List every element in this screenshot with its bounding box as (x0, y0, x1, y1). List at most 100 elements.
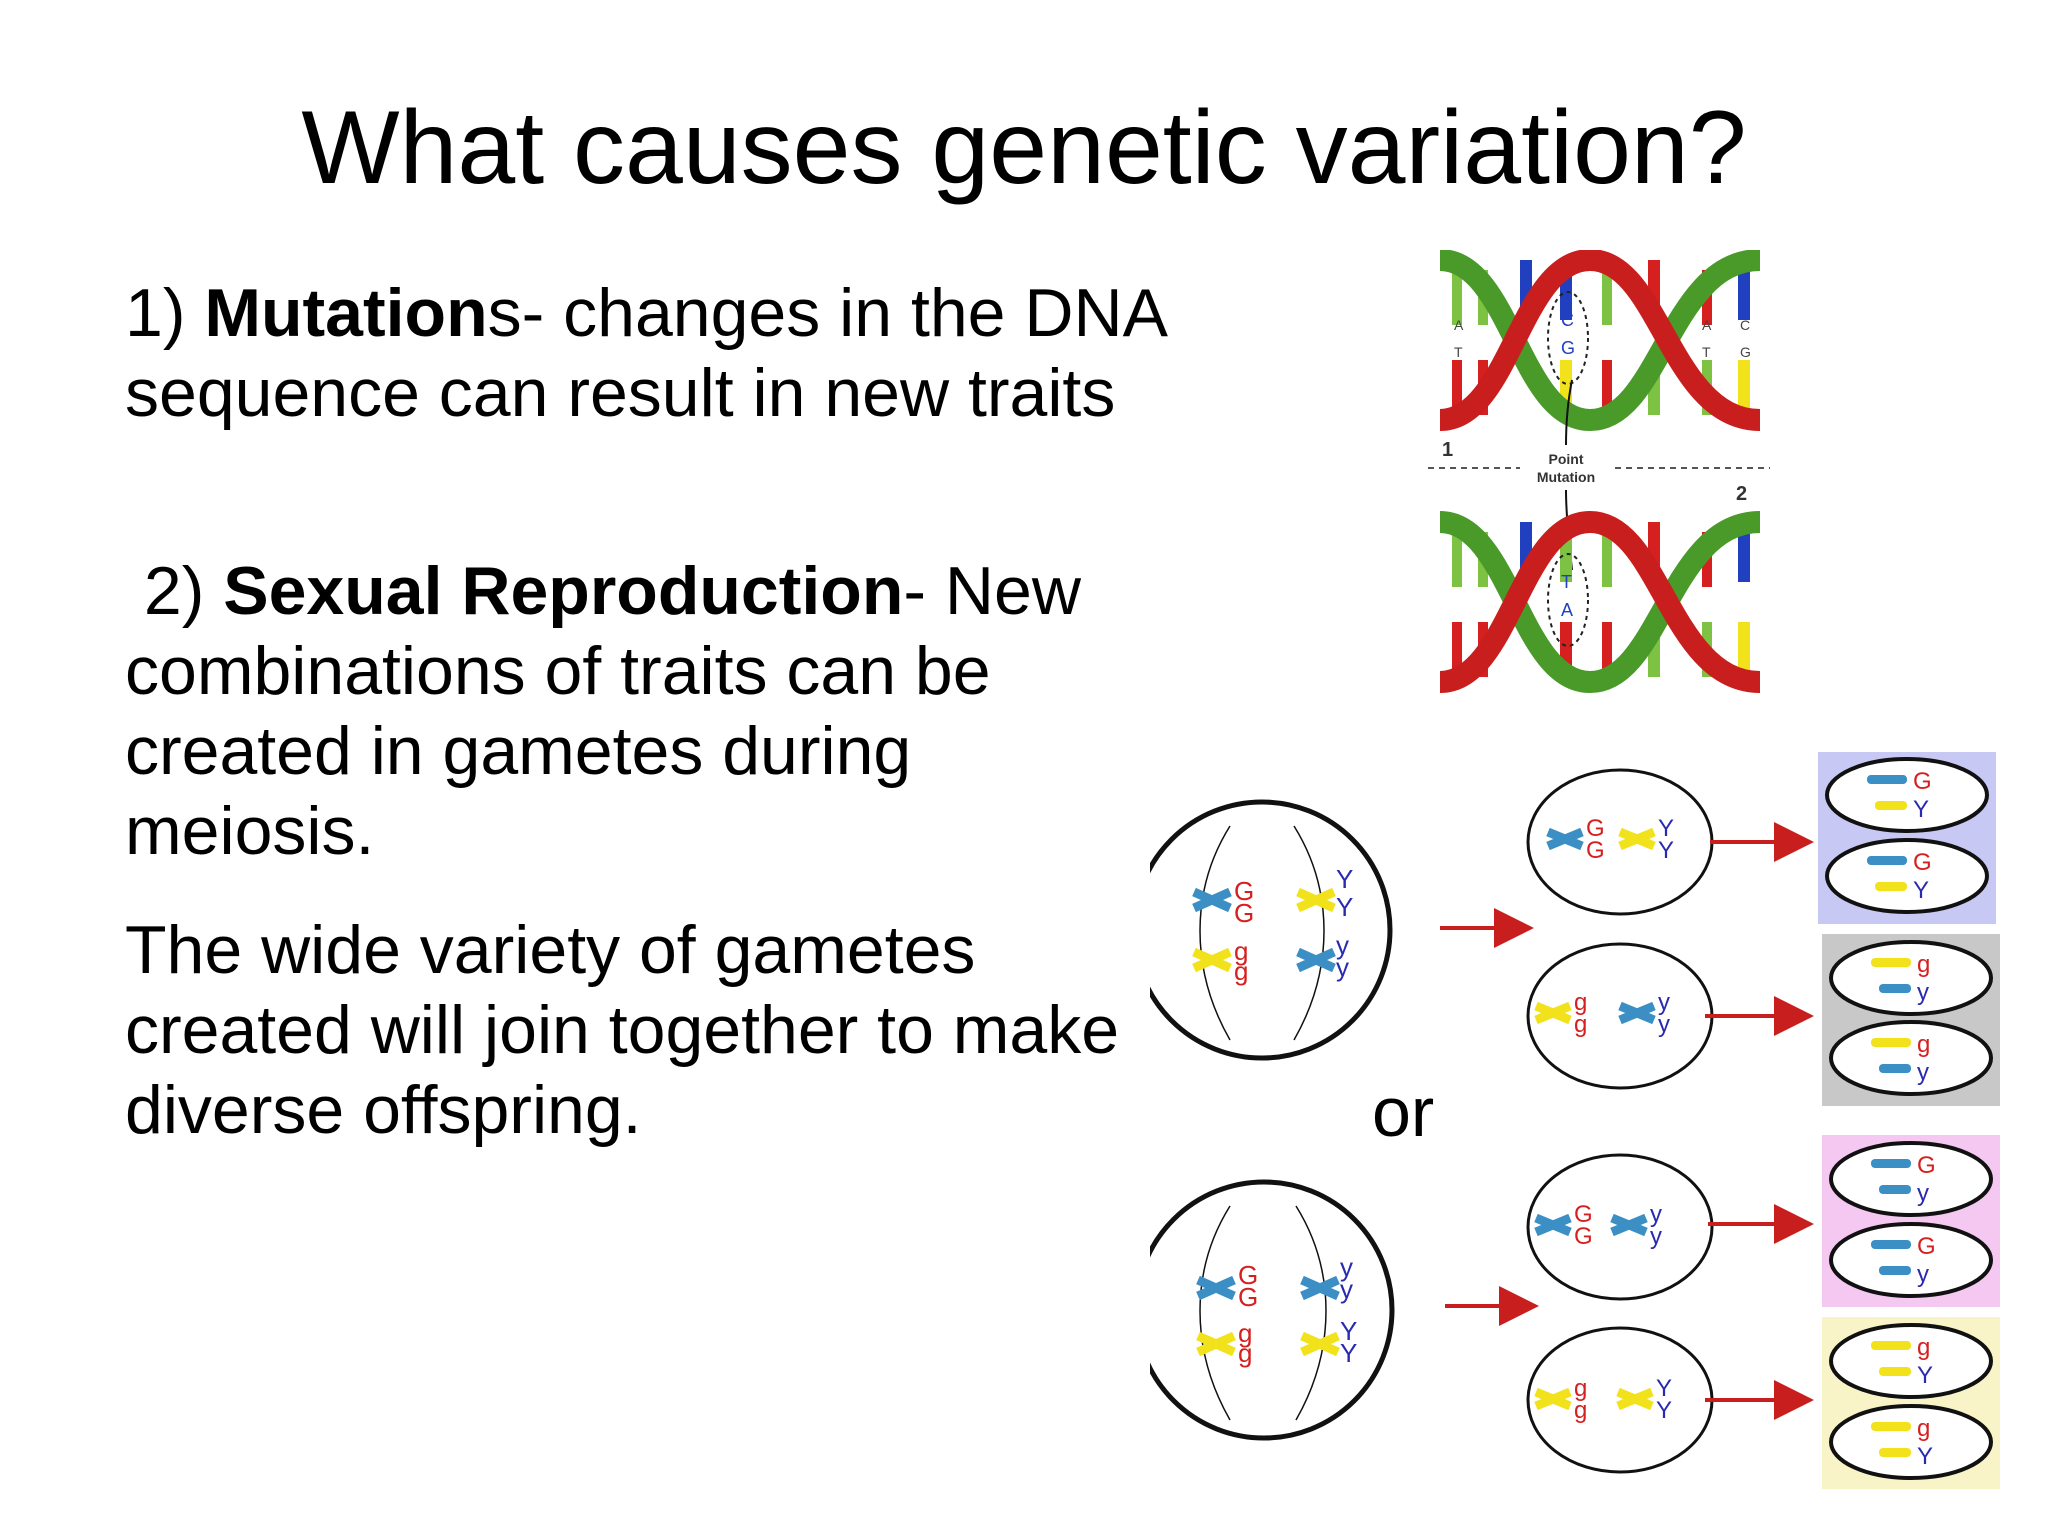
allele-label: y (1340, 1252, 1353, 1282)
allele-label: g (1574, 1011, 1587, 1038)
allele-label: Y (1656, 1375, 1672, 1402)
point-mutation-label: Mutation (1537, 469, 1595, 485)
chromosome (1871, 1038, 1911, 1047)
base-letter: T (1702, 344, 1711, 360)
allele-label: G (1234, 876, 1254, 906)
allele-label: G (1238, 1282, 1258, 1312)
point-mutations: 1) Mutations- changes in the DNA sequenc… (125, 273, 1165, 433)
point-text: - New combinations of traits can be crea… (125, 553, 1081, 869)
parent-cell-top: G G g g Y Y y y (1150, 799, 1393, 1061)
chromosome (1879, 1185, 1911, 1194)
allele-label: y (1658, 1011, 1670, 1038)
daughter-cell: g g y y (1526, 942, 1714, 1090)
gamete-cell: GY (1825, 838, 1989, 914)
allele-label: Y (1340, 1316, 1357, 1346)
chromosome (1875, 801, 1907, 810)
base-letter: G (1740, 344, 1751, 360)
gamete-cell: gY (1829, 1323, 1993, 1399)
gamete-cell: Gy (1829, 1222, 1993, 1298)
allele-label: Y (1917, 1443, 1933, 1470)
base-letter: A (1561, 600, 1573, 620)
allele-label: y (1917, 1059, 1929, 1086)
point-term: Sexual Reproduction (223, 553, 904, 629)
daughter-cell: G G Y Y (1526, 768, 1714, 916)
allele-label: Y (1336, 864, 1353, 894)
allele-label: y (1917, 1261, 1929, 1288)
allele-label: G (1913, 849, 1932, 876)
allele-label: g (1917, 1415, 1930, 1442)
panel-label-2: 2 (1736, 483, 1747, 505)
chromosome (1879, 1266, 1911, 1275)
allele-label: g (1917, 1334, 1930, 1361)
gamete-cell: gy (1829, 1020, 1993, 1096)
gamete-cell: GY (1825, 757, 1989, 833)
allele-label: Y (1658, 815, 1674, 842)
allele-label: Y (1917, 1362, 1933, 1389)
allele-label: y (1336, 952, 1349, 982)
allele-label: G (1234, 898, 1254, 928)
allele-label: G (1917, 1233, 1936, 1260)
chromosome (1879, 984, 1911, 993)
allele-label: G (1574, 1201, 1593, 1228)
allele-label: g (1234, 956, 1248, 986)
allele-label: g (1238, 1338, 1252, 1368)
allele-label: y (1917, 1180, 1929, 1207)
allele-label: G (1913, 768, 1932, 795)
chromosome (1871, 1341, 1911, 1350)
chromosome (1871, 1422, 1911, 1431)
allele-label: g (1917, 1031, 1930, 1058)
slide-title: What causes genetic variation? (301, 90, 1747, 206)
allele-label: Y (1656, 1397, 1672, 1424)
point-diverse-offspring: The wide variety of gametes created will… (125, 910, 1165, 1150)
allele-label: Y (1340, 1338, 1357, 1368)
base-letter: C (1561, 310, 1574, 330)
chromosome (1871, 1159, 1911, 1168)
point-text: The wide variety of gametes created will… (125, 912, 1120, 1148)
point-sexual-reproduction: 2) Sexual Reproduction- New combinations… (125, 551, 1165, 871)
base-letter: A (1454, 317, 1464, 333)
point-number: 2) (125, 553, 224, 629)
point-mutation-label: Point (1549, 451, 1584, 467)
chromosome (1875, 882, 1907, 891)
point-term: Mutation (204, 275, 488, 351)
chromosome (1867, 775, 1907, 784)
daughter-cell: G G y y (1526, 1153, 1714, 1301)
gamete-cell: Gy (1829, 1141, 1993, 1217)
allele-label: g (1574, 1375, 1587, 1402)
allele-label: G (1238, 1260, 1258, 1290)
allele-label: g (1238, 1318, 1252, 1348)
allele-label: g (1234, 936, 1248, 966)
point-text: - changes in the DNA sequence can result… (125, 275, 1165, 431)
point-number: 1) (125, 275, 205, 351)
chromosome (1867, 856, 1907, 865)
gamete-cell: gY (1829, 1404, 1993, 1480)
allele-label: y (1336, 930, 1349, 960)
base-letter: G (1561, 338, 1575, 358)
allele-label: G (1586, 837, 1605, 864)
allele-label: Y (1913, 796, 1929, 823)
allele-label: y (1658, 989, 1670, 1016)
parent-cell-bottom: G G g g y y Y Y (1150, 1179, 1395, 1441)
or-label: or (1372, 1073, 1435, 1151)
allele-label: g (1574, 1397, 1587, 1424)
allele-label: G (1917, 1152, 1936, 1179)
point-term-suffix: s (487, 275, 522, 351)
chromosome (1879, 1064, 1911, 1073)
allele-label: G (1586, 815, 1605, 842)
allele-label: g (1917, 951, 1930, 978)
dna-point-mutation-figure: C G A T A C T G 1 2 Point Mutation T A (1428, 250, 1770, 694)
panel-label-1: 1 (1442, 439, 1453, 461)
allele-label: Y (1336, 892, 1353, 922)
allele-label: Y (1913, 877, 1929, 904)
base-letter: T (1454, 344, 1463, 360)
gamete-cell: gy (1829, 940, 1993, 1016)
allele-label: y (1650, 1223, 1662, 1250)
allele-label: y (1340, 1274, 1353, 1304)
base-letter: A (1702, 317, 1712, 333)
allele-label: g (1574, 989, 1587, 1016)
daughter-cell: g g Y Y (1526, 1326, 1714, 1474)
allele-label: G (1574, 1223, 1593, 1250)
chromosome (1871, 958, 1911, 967)
chromosome (1879, 1367, 1911, 1376)
